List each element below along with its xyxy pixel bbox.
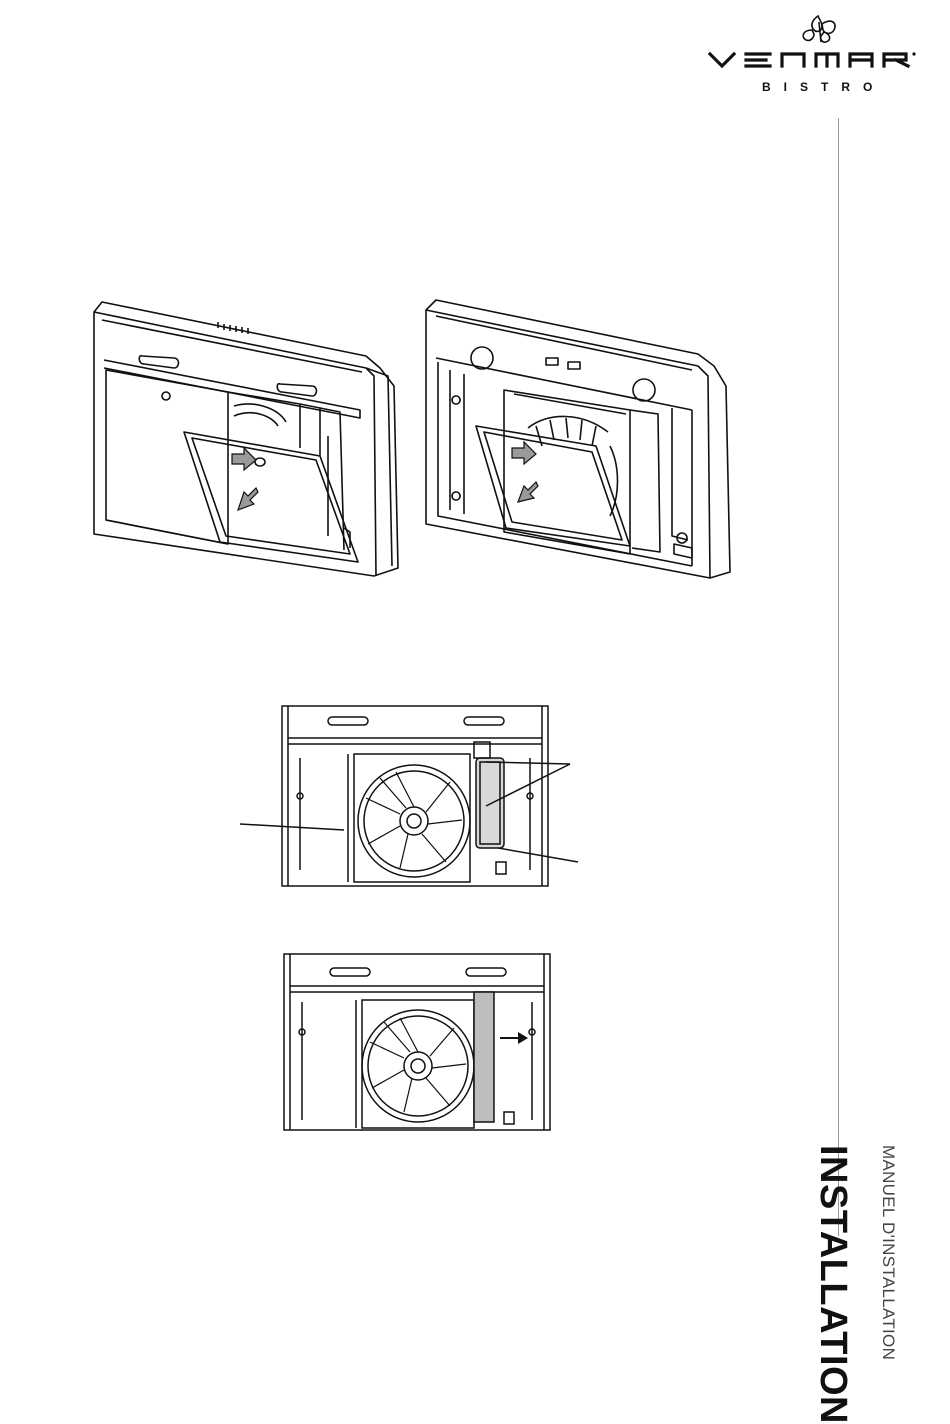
arrow-right-icon [500,1032,528,1044]
hood-interior-front-view-arrow [282,952,552,1132]
arrow-icon [232,448,258,510]
arrow-icon [512,442,538,502]
sub-brand: BISTRO [762,80,887,94]
hood-filter-removal-right [420,296,732,580]
hood-interior-front-view-callouts [240,702,590,890]
hood-filter-removal-left [88,296,400,580]
sidebar-divider [838,118,839,1236]
sidebar-subtitle: MANUEL D'INSTALLATION [880,1145,897,1360]
sidebar-title: INSTALLATION [814,1145,852,1424]
